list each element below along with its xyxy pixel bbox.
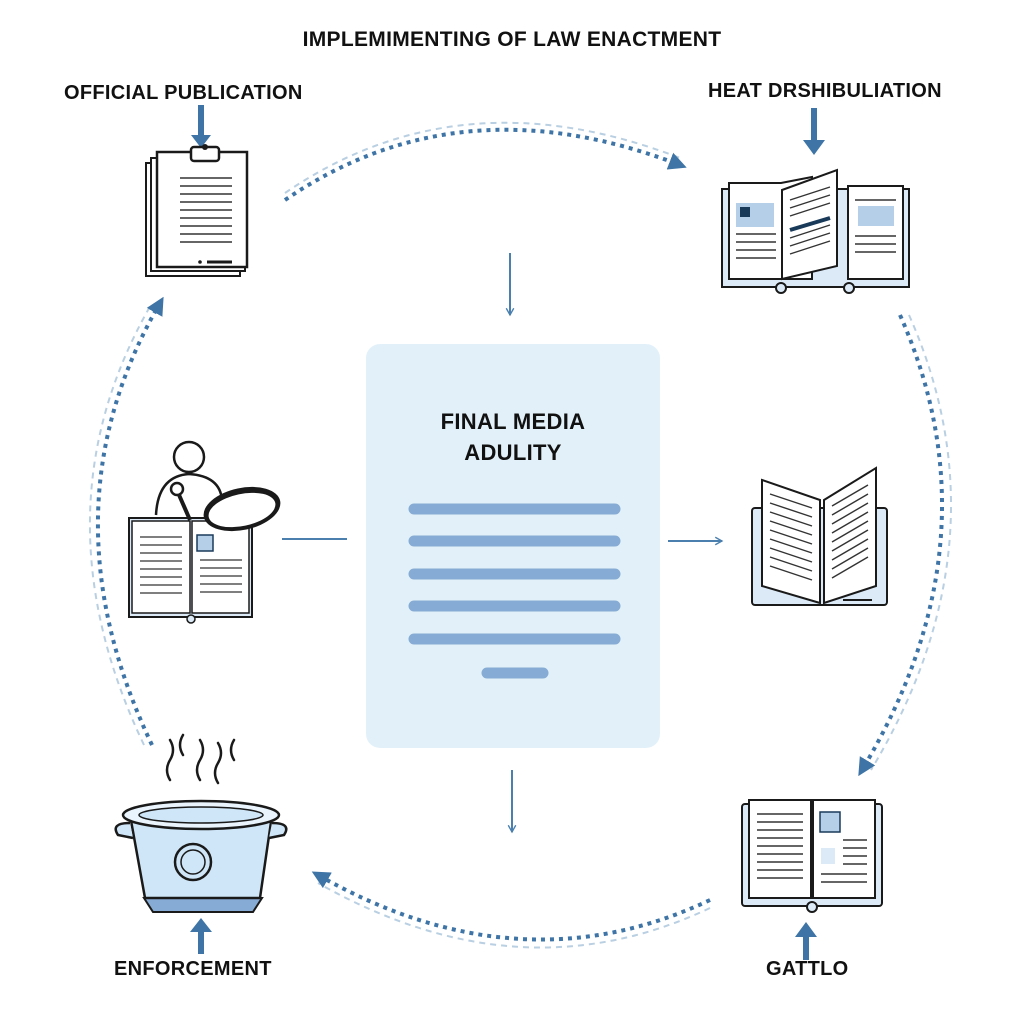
center-panel-title: FINAL MEDIA ADULITY: [366, 406, 660, 468]
cycle-arrows: [89, 121, 952, 949]
enforcement-label: ENFORCEMENT: [114, 958, 272, 980]
official-publication-label: OFFICIAL PUBLICATION: [64, 82, 303, 104]
cycle-arrow-top: [283, 121, 687, 202]
open-book-icon: [741, 799, 883, 960]
cycle-arrow-left: [89, 296, 164, 746]
diagram-title: IMPLEMIMENTING OF LAW ENACTMENT: [302, 28, 722, 51]
center-document-panel: [366, 344, 660, 748]
cooking-pot-icon: [114, 733, 288, 954]
center-title-line-2: ADULITY: [464, 440, 562, 465]
cycle-arrow-bottom: [311, 871, 711, 949]
center-title-line-1: FINAL MEDIA: [440, 409, 586, 434]
cycle-arrow-right: [858, 314, 952, 777]
open-book-icon: [721, 108, 910, 294]
center-connectors: [282, 253, 724, 834]
open-book-icon: [751, 466, 888, 606]
heat-distribution-label: HEAT DRSHIBULIATION: [708, 80, 942, 102]
person-magnifier-book-icon: [128, 440, 281, 624]
clipboard-document-icon: [145, 105, 249, 277]
panel-text-lines: [408, 503, 621, 679]
gattlo-label: GATTLO: [766, 958, 849, 980]
